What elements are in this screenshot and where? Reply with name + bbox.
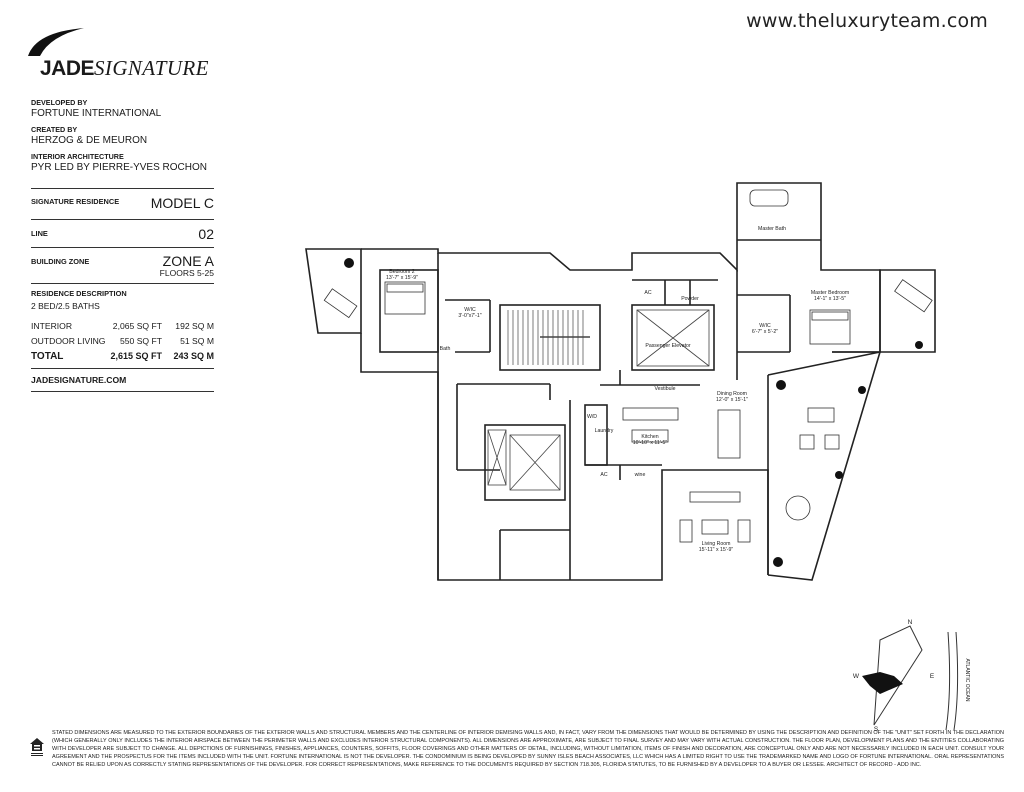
room-name: W/IC [759, 323, 771, 329]
room-name: Kitchen [641, 434, 658, 440]
credit-value: PYR LED BY PIERRE-YVES ROCHON [31, 162, 207, 173]
room-name: Passenger Elevator [645, 343, 691, 349]
residence-specs: SIGNATURE RESIDENCE MODEL C LINE 02 BUIL… [31, 188, 214, 392]
bed-icon [809, 309, 851, 345]
spec-zone-row: BUILDING ZONE ZONE A FLOORS 5-25 [31, 248, 214, 283]
credit-label: CREATED BY [31, 125, 78, 134]
divider [31, 188, 214, 189]
spec-line-row: LINE 02 [31, 220, 214, 247]
spec-label: LINE [31, 229, 48, 238]
credit-value: FORTUNE INTERNATIONAL [31, 108, 162, 119]
divider [31, 219, 214, 220]
unit-location-marker [862, 672, 903, 694]
credit-developed: DEVELOPED BY FORTUNE INTERNATIONAL [31, 98, 221, 119]
room-name: Powder [681, 296, 699, 302]
area-sqm: 243 SQ M [173, 351, 214, 361]
divider [31, 283, 214, 284]
credit-value: HERZOG & DE MEURON [31, 135, 148, 146]
logo-name-italic: SIGNATURE [94, 56, 209, 80]
description-value: 2 BED/2.5 BATHS [31, 301, 100, 311]
room-dim: 15'-11" x 15'-9" [699, 547, 734, 553]
area-sqft: 2,615 SQ FT [110, 351, 162, 361]
room-name: Living Room [702, 541, 731, 547]
room-name: Master Bedroom [811, 290, 849, 296]
furniture [323, 189, 933, 543]
room-dim: 10'-10" x 11'-5" [633, 440, 668, 446]
building-footprint-outline [873, 625, 923, 726]
zone-value: ZONE A [162, 253, 214, 269]
area-sqm: 51 SQ M [180, 336, 214, 346]
room-name: wine [635, 472, 646, 478]
spec-label: SIGNATURE RESIDENCE [31, 197, 120, 206]
elevator-shafts [487, 309, 710, 491]
compass-south: S [874, 726, 879, 733]
room-name: Vestibule [654, 386, 675, 392]
room-dim: 6'-7" x 5'-2" [752, 329, 778, 335]
brand-website: JADESIGNATURE.COM [31, 375, 127, 385]
room-name: W/IC [464, 307, 476, 313]
spec-label: BUILDING ZONE [31, 257, 90, 266]
compass-east: E [930, 673, 935, 680]
equal-housing-icon [30, 738, 44, 756]
area-name: OUTDOOR LIVING [31, 336, 106, 346]
bathtub-icon [749, 189, 789, 207]
compass-north: N [908, 619, 913, 626]
credit-created: CREATED BY HERZOG & DE MEURON [31, 125, 221, 146]
room-name: Laundry [595, 428, 614, 434]
plant-icons [344, 258, 923, 567]
credits: DEVELOPED BY FORTUNE INTERNATIONAL CREAT… [31, 92, 221, 173]
website-url: www.theluxuryteam.com [746, 10, 988, 32]
logo-name-bold: JADE [40, 57, 95, 80]
room-name: Bedroom 2 [389, 269, 414, 275]
room-dim: 13'-7" x 15'-9" [386, 275, 418, 281]
area-sqft: 2,065 SQ FT [112, 321, 162, 331]
area-name: TOTAL [31, 351, 64, 362]
room-dim: 12'-0" x 15'-1" [716, 397, 748, 403]
area-sqm: 192 SQ M [175, 321, 214, 331]
room-dim: 14'-1" x 13'-5" [814, 296, 846, 302]
divider [31, 391, 214, 392]
legal-disclaimer: STATED DIMENSIONS ARE MEASURED TO THE EX… [52, 730, 1004, 768]
dining-table-icon [717, 409, 741, 459]
divider [31, 368, 214, 369]
kitchen-counter-icon [622, 407, 679, 421]
room-name: Dining Room [717, 391, 747, 397]
line-value: 02 [198, 226, 214, 242]
logo-swoosh-icon [28, 28, 84, 56]
credit-label: DEVELOPED BY [31, 98, 88, 107]
room-name: Bath [440, 346, 451, 352]
room-name: AC [600, 472, 607, 478]
coastline [945, 631, 951, 731]
compass-west: W [853, 673, 860, 680]
area-name: INTERIOR [31, 321, 73, 331]
area-sqft: 550 SQ FT [119, 336, 162, 346]
spec-model-row: SIGNATURE RESIDENCE MODEL C [31, 189, 214, 219]
area-total-row: TOTAL 2,615 SQ FT 243 SQ M [31, 351, 214, 366]
room-name: AC [644, 290, 651, 296]
model-value: MODEL C [150, 195, 214, 211]
area-row: INTERIOR 2,065 SQ FT 192 SQ M [31, 321, 214, 336]
credit-label: INTERIOR ARCHITECTURE [31, 152, 124, 161]
round-table-icon [785, 495, 811, 521]
floors-value: FLOORS 5-25 [159, 268, 214, 278]
divider [31, 247, 214, 248]
room-name: Master Bath [758, 226, 786, 232]
spec-description: RESIDENCE DESCRIPTION 2 BED/2.5 BATHS [31, 284, 214, 311]
credit-interior: INTERIOR ARCHITECTURE PYR LED BY PIERRE-… [31, 152, 221, 173]
jade-signature-logo: JADESIGNATURE [26, 26, 216, 82]
room-name: W/D [587, 414, 597, 420]
coffee-table-icon [701, 519, 729, 535]
area-table: INTERIOR 2,065 SQ FT 192 SQ M OUTDOOR LI… [31, 321, 214, 366]
spec-label: RESIDENCE DESCRIPTION [31, 289, 127, 298]
ocean-label: ATLANTIC OCEAN [964, 659, 970, 702]
stairs [507, 310, 590, 365]
area-row: OUTDOOR LIVING 550 SQ FT 51 SQ M [31, 336, 214, 351]
bed-icon [384, 281, 426, 315]
plan-walls [305, 182, 936, 581]
room-dim: 3'-0"x7'-1" [458, 313, 481, 319]
